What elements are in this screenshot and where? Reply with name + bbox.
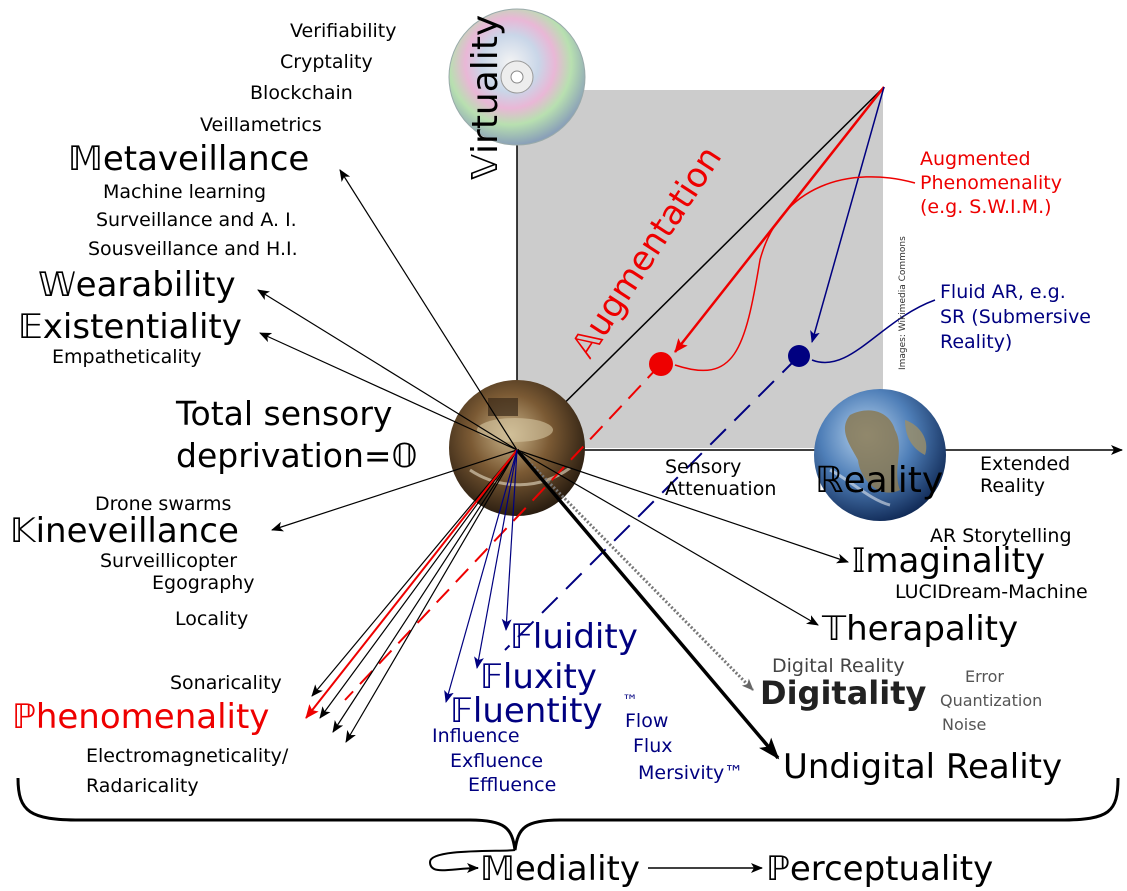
earth-image (814, 389, 946, 521)
mediality-label: 𝕄ediality (480, 849, 640, 889)
egography-label: Egography (152, 572, 255, 594)
ar-storytelling-label: AR Storytelling (930, 525, 1072, 547)
flow-label: Flow (625, 710, 668, 732)
therapality-label: 𝕋herapality (821, 609, 1018, 649)
wearability-label: 𝕎earability (38, 265, 236, 305)
augmented-phenomenality-dot (649, 352, 673, 376)
mediality-curl (428, 849, 516, 874)
metaveillance-label: 𝕄etaveillance (68, 139, 309, 179)
phenomenality-arrow (305, 449, 518, 719)
fluentity-label: 𝔽luentity (450, 691, 603, 731)
augmented-phenomenality-label: Augmented Phenomenality (e.g. S.W.I.M.) (920, 148, 1068, 218)
perceptuality-label: ℙerceptuality (766, 849, 993, 889)
imaginality-label: 𝕀maginality (852, 541, 1045, 581)
cryptality-label: Cryptality (280, 51, 373, 73)
sensory-deprivation-tank-image (449, 380, 585, 516)
total-sensory-deprivation-label: Total sensory deprivation=𝕆 (175, 394, 418, 475)
image-credit: Images: Wikimedia Commons (898, 236, 908, 370)
blockchain-label: Blockchain (250, 82, 353, 104)
drone-swarms-label: Drone swarms (95, 493, 231, 515)
existentiality-label: 𝔼xistentiality (18, 307, 242, 347)
radial-arrows (257, 169, 849, 743)
mersivity-label: Mersivity™ (638, 762, 743, 784)
sonaricality-label: Sonaricality (170, 672, 282, 694)
extended-reality-label: Extended Reality (980, 453, 1076, 497)
flux-label: Flux (633, 735, 673, 757)
cd-disc-image (448, 8, 586, 146)
error-label: Error (965, 667, 1004, 686)
augmented-phenomenality-callout (674, 176, 916, 372)
fluid-ar-dashed-line (504, 356, 799, 651)
effluence-label: Effluence (468, 774, 556, 796)
surveillance-ai-label: Surveillance and A. I. (96, 209, 297, 231)
virtuality-label: 𝕍irtuality (465, 15, 506, 180)
fluid-ar-arrow (810, 86, 885, 343)
diagonal-axis (516, 86, 885, 451)
fluidity-label: 𝔽luidity (510, 617, 638, 657)
machine-learning-label: Machine learning (103, 181, 266, 203)
undigital-reality-arrow (515, 448, 780, 760)
fluxity-label: 𝔽luxity (480, 657, 597, 697)
sensory-attenuation-label: Sensory Attenuation (665, 456, 776, 500)
exfluence-label: Exfluence (450, 750, 543, 772)
sousveillance-hi-label: Sousveillance and H.I. (88, 238, 298, 260)
fluid-ar-callout (811, 299, 936, 364)
fluid-ar-label: Fluid AR, e.g. SR (Submersive Reality) (940, 281, 1097, 353)
noise-label: Noise (942, 715, 986, 734)
digital-reality-label: Digital Reality (772, 655, 905, 677)
phenomenality-label: ℙhenomenality (12, 697, 269, 737)
electromagneticality-label: Electromagneticality/ (86, 745, 289, 767)
veillametrics-label: Veillametrics (200, 114, 322, 136)
digitality-arrow (515, 448, 755, 692)
fluid-arrows (444, 449, 518, 703)
reality-label: ℝeality (815, 460, 943, 501)
kineveillance-label: 𝕂ineveillance (10, 511, 239, 551)
locality-label: Locality (175, 608, 248, 630)
empatheticality-label: Empatheticality (52, 346, 201, 368)
fluid-ar-dot (788, 345, 810, 367)
digitality-label: Digitality (760, 674, 927, 712)
undigital-reality-label: Undigital Reality (783, 747, 1062, 787)
augmented-phenomenality-dashed-line (344, 364, 661, 701)
influence-label: Influence (432, 725, 520, 747)
lucidream-label: LUCIDream-Machine (895, 581, 1088, 603)
surveillicopter-label: Surveillicopter (100, 550, 237, 572)
verifiability-label: Verifiability (290, 20, 397, 42)
fluentity-tm: ™ (622, 691, 638, 710)
radaricality-label: Radaricality (86, 775, 199, 797)
quantization-label: Quantization (940, 691, 1042, 710)
